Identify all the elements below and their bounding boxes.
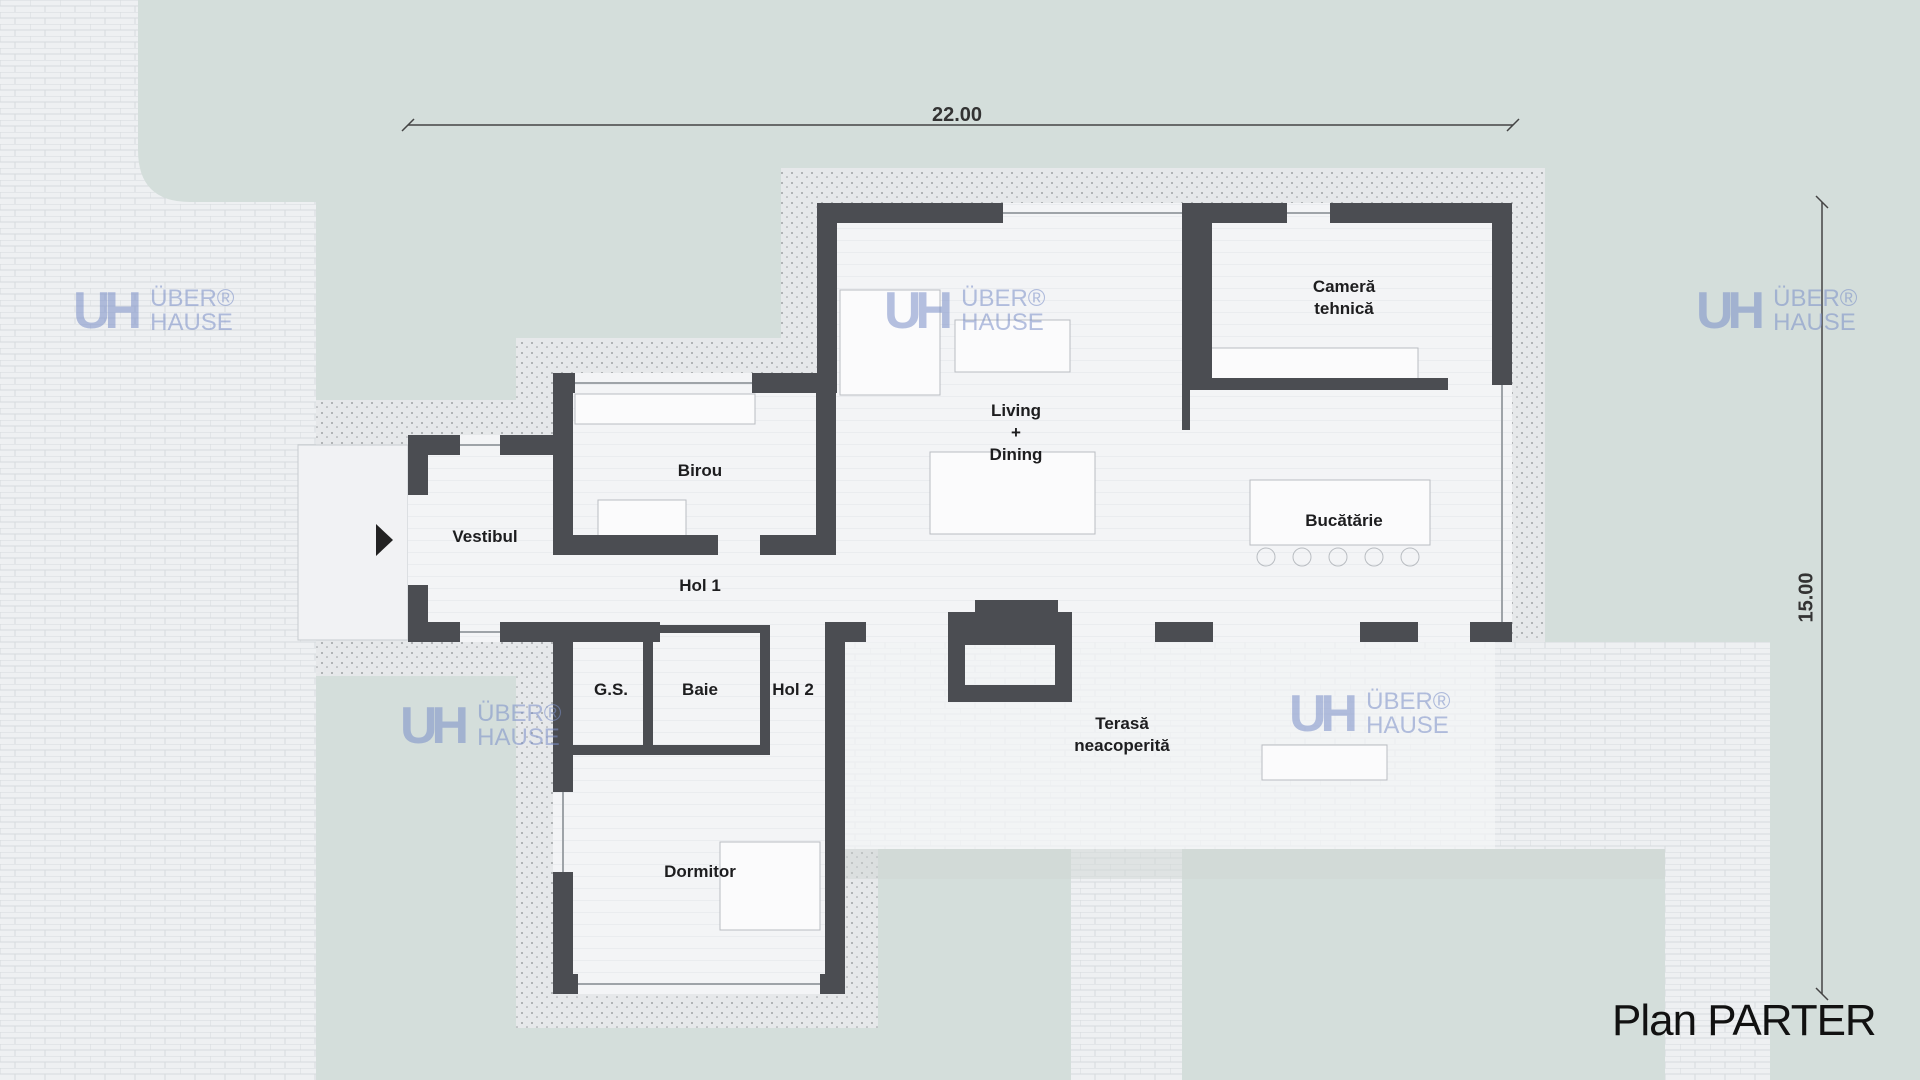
terrace-table [1261,744,1388,781]
desk [574,393,756,425]
terasa-label: Terasă [1095,714,1149,733]
room-label-bucatarie: Bucătărie [1305,511,1383,530]
walls [408,203,1512,994]
tehnica-label: tehnică [1314,299,1374,318]
windows [460,212,1503,985]
dimension-depth-label: 15.00 [1795,572,1818,623]
watermark-text: ÜBER® [477,700,562,727]
watermark-text: HAUSE [150,309,233,336]
living-label: Living [990,401,1042,420]
watermark-mark: UH [1289,685,1358,743]
kitchen-island [1249,479,1431,546]
watermark-text: HAUSE [1773,309,1856,336]
room-label-vestibul: Vestibul [452,527,518,546]
room-label-camera-tehnica: Cameră tehnică [1313,276,1375,320]
room-label-dormitor: Dormitor [664,862,736,881]
watermark-text: ÜBER® [1773,285,1858,312]
dining-label: Dining [989,445,1043,464]
paving-left [0,0,316,1080]
bed [719,841,821,931]
room-label-terasa: Terasă neacoperită [1074,713,1169,757]
neacoperita-label: neacoperită [1074,736,1170,755]
room-label-hol2: Hol 2 [772,680,814,699]
watermark-mark: UH [400,697,469,755]
watermark-text: HAUSE [961,309,1044,336]
living-plus: + [1011,423,1021,442]
watermark-logo: UH ÜBER®HAUSE [1696,285,1857,337]
watermark-text: ÜBER® [150,285,235,312]
camera-label: Cameră [1312,277,1376,296]
watermark-logo: UH ÜBER®HAUSE [73,285,234,337]
room-label-baie: Baie [682,680,718,699]
dimension-width [401,118,1520,132]
room-label-birou: Birou [677,461,723,480]
watermark-text: ÜBER® [1366,688,1451,715]
watermark-mark: UH [884,282,953,340]
watermark-text: HAUSE [477,724,560,751]
fireplace [948,600,1072,702]
watermark-logo: UH ÜBER®HAUSE [400,700,561,752]
watermark-mark: UH [73,282,142,340]
room-label-living-dining: Living + Dining [990,400,1043,466]
dining-table [954,319,1071,373]
entrance-arrow [376,524,393,556]
plan-title: Plan PARTER [1612,996,1877,1045]
sofa [929,451,1096,535]
watermark-logo: UH ÜBER®HAUSE [1289,688,1450,740]
watermark-text: HAUSE [1366,712,1449,739]
dimension-width-label: 22.00 [932,104,983,126]
watermark-text: ÜBER® [961,285,1046,312]
watermark-mark: UH [1696,282,1765,340]
room-label-hol1: Hol 1 [679,576,721,595]
dimension-depth [1815,195,1829,1001]
room-label-gs: G.S. [593,680,629,699]
watermark-logo: UH ÜBER®HAUSE [884,285,1045,337]
